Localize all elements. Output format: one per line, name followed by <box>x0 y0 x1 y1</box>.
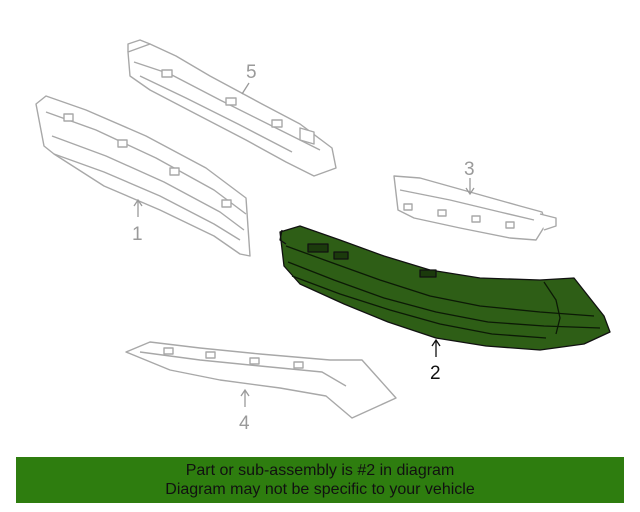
callout-4: 4 <box>239 413 250 434</box>
banner-line-disclaimer: Diagram may not be specific to your vehi… <box>165 481 475 498</box>
leader-lines <box>133 82 475 407</box>
part-5-upper-bracket[interactable] <box>127 39 337 177</box>
part-3-trim-strip[interactable] <box>393 175 557 241</box>
info-banner: Part or sub-assembly is #2 in diagram Di… <box>16 457 624 503</box>
callout-2: 2 <box>430 363 441 384</box>
banner-line-part: Part or sub-assembly is #2 in diagram <box>185 462 455 479</box>
callout-3: 3 <box>464 159 475 180</box>
part-1-grille-frame[interactable] <box>35 95 251 257</box>
part-4-lower-molding[interactable] <box>125 341 397 419</box>
parts-diagram: 5 1 3 4 2 <box>35 39 611 434</box>
callout-1: 1 <box>132 224 143 245</box>
callout-5: 5 <box>246 62 257 83</box>
part-2-grille-highlighted[interactable] <box>279 225 611 351</box>
